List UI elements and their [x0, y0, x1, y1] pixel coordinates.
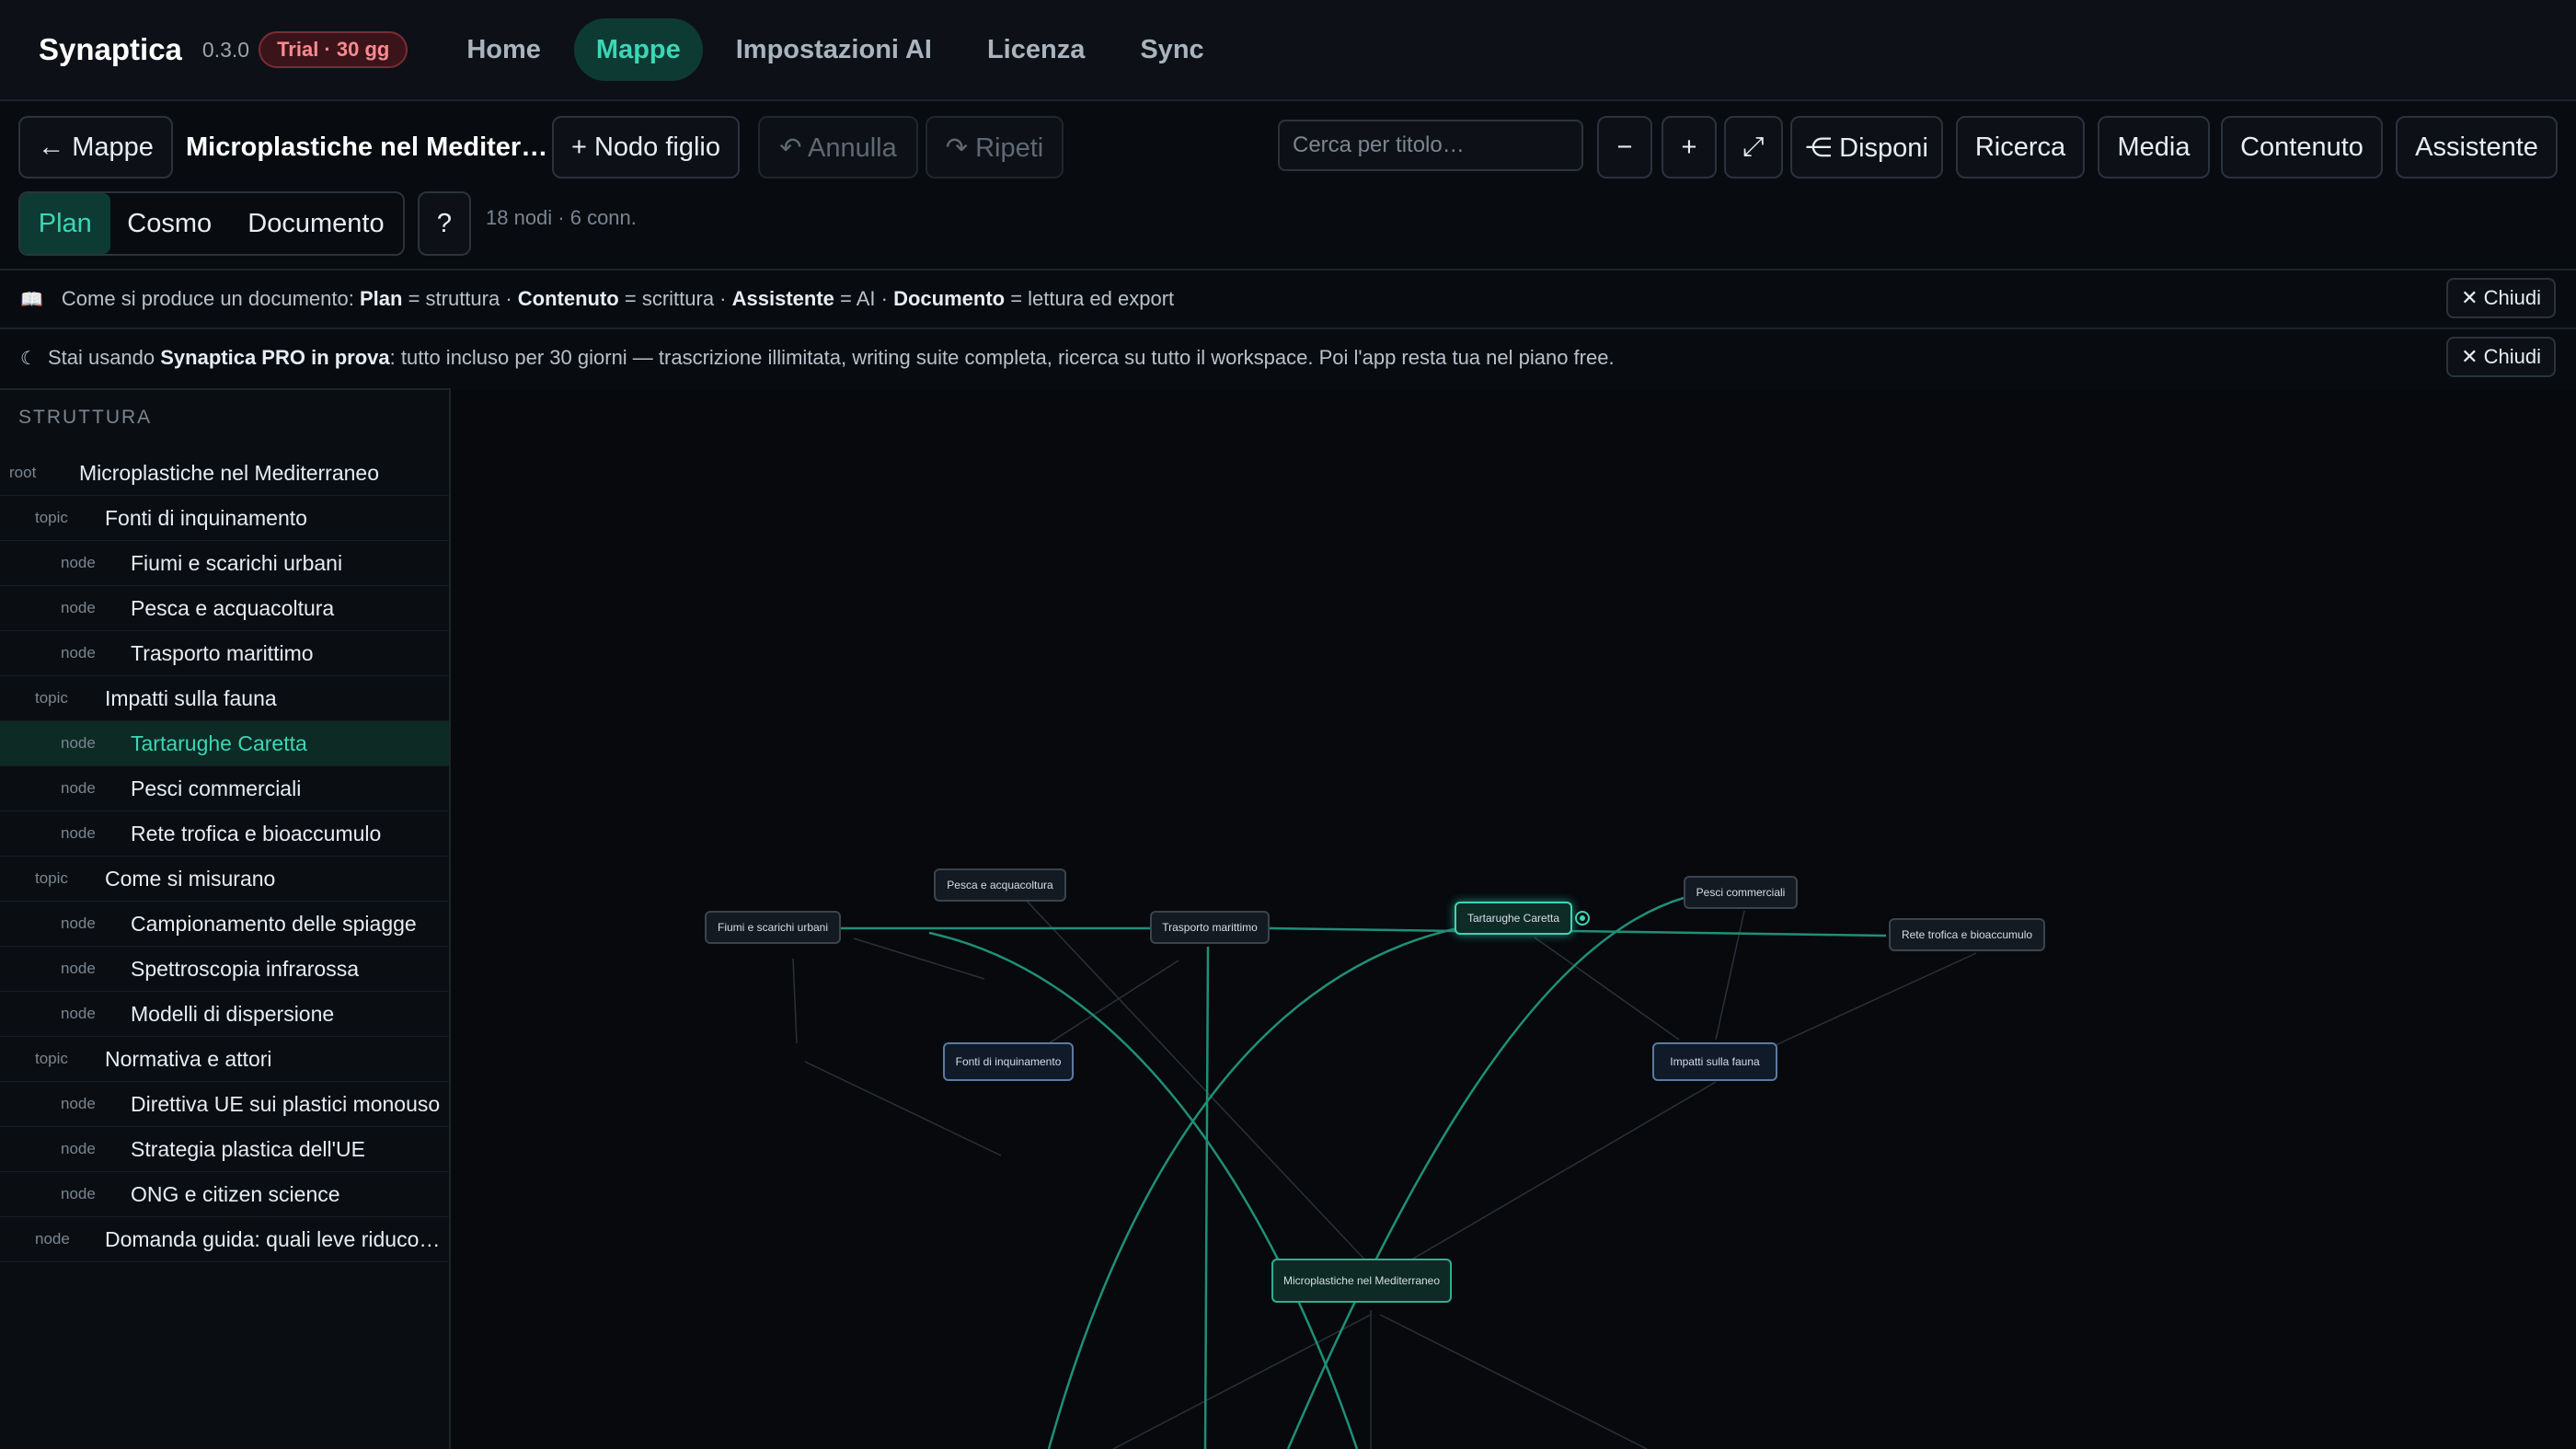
moon-icon: ☾: [20, 348, 37, 369]
edge: [1379, 1314, 1648, 1449]
book-icon: 📖: [20, 289, 43, 310]
edge: [1374, 1081, 1717, 1282]
graph-counts: 18 nodi · 6 conn.: [486, 206, 637, 229]
graph-node-topic[interactable]: Fonti di inquinamento: [943, 1042, 1074, 1081]
graph-node-root[interactable]: Microplastiche nel Mediterraneo: [1271, 1259, 1452, 1303]
graph-node[interactable]: Rete trofica e bioaccumulo: [1889, 918, 2045, 951]
app-name: Synaptica: [39, 32, 182, 66]
edge-connection: [1203, 946, 1210, 1449]
document-guide-text: Come si produce un documento: Plan = str…: [61, 287, 1175, 310]
edge: [853, 937, 985, 980]
nav-sync[interactable]: Sync: [1140, 34, 1204, 64]
graph-node[interactable]: Trasporto marittimo: [1150, 911, 1270, 944]
graph-node[interactable]: Pesca e acquacoltura: [934, 868, 1066, 902]
graph-edges: [792, 880, 1977, 1449]
nav-impostazioni-ai[interactable]: Impostazioni AI: [735, 34, 932, 64]
view-documento-tab[interactable]: Documento: [247, 208, 385, 238]
media-button[interactable]: Media: [2098, 116, 2210, 178]
close-trial-banner-button[interactable]: ✕ Chiudi: [2446, 337, 2556, 377]
edge-connection: [1269, 926, 1458, 933]
edge: [1715, 910, 1745, 1041]
zoom-out-button[interactable]: −: [1597, 116, 1652, 178]
close-guide-banner-button[interactable]: ✕ Chiudi: [2446, 278, 2556, 318]
edge-connection: [1286, 896, 1685, 1449]
view-switcher: Plan Cosmo Documento: [18, 191, 405, 256]
sidebar-heading: STRUTTURA: [18, 407, 153, 428]
edge: [804, 1061, 1002, 1156]
zoom-in-button[interactable]: +: [1662, 116, 1717, 178]
edge: [1006, 880, 1386, 1282]
undo-button[interactable]: ↶ Annulla: [758, 116, 918, 178]
app-version: 0.3.0: [201, 37, 250, 62]
edge: [1048, 960, 1179, 1044]
view-cosmo-tab[interactable]: Cosmo: [127, 208, 213, 238]
trial-badge[interactable]: Trial · 30 gg: [259, 31, 408, 68]
connect-handle-icon[interactable]: [1575, 911, 1590, 926]
top-nav: Synaptica 0.3.0 Trial · 30 gg Home Mappe…: [0, 0, 2576, 101]
fit-view-button[interactable]: ⤢: [1724, 116, 1783, 178]
edge: [792, 958, 798, 1044]
edge-connection: [1047, 926, 1458, 1449]
add-child-node-button[interactable]: + Nodo figlio: [552, 116, 740, 178]
graph-node[interactable]: Pesci commerciali: [1684, 876, 1798, 909]
back-to-maps-button[interactable]: ← Mappe: [18, 116, 173, 178]
help-button[interactable]: ?: [418, 191, 471, 256]
edge: [1775, 952, 1977, 1046]
graph-node-topic[interactable]: Impatti sulla fauna: [1652, 1042, 1777, 1081]
view-plan-tab[interactable]: Plan: [20, 193, 110, 254]
arrange-button[interactable]: ⋲ Disponi: [1790, 116, 1943, 178]
edge: [1534, 937, 1680, 1041]
edge: [1112, 1314, 1372, 1449]
map-canvas[interactable]: Fiumi e scarichi urbani Pesca e acquacol…: [451, 390, 2576, 1449]
search-input[interactable]: [1278, 120, 1583, 171]
redo-button[interactable]: ↷ Ripeti: [926, 116, 1064, 178]
content-button[interactable]: Contenuto: [2221, 116, 2383, 178]
trial-banner: ☾ Stai usando Synaptica PRO in prova: tu…: [0, 328, 2576, 386]
nav-home[interactable]: Home: [466, 34, 541, 64]
edge-connection: [1570, 929, 1887, 937]
trial-banner-text: Stai usando Synaptica PRO in prova: tutt…: [47, 346, 1615, 369]
map-title: Microplastiche nel Mediter…: [186, 132, 545, 162]
research-button[interactable]: Ricerca: [1956, 116, 2085, 178]
graph-node[interactable]: Fiumi e scarichi urbani: [705, 911, 841, 944]
graph-node-selected[interactable]: Tartarughe Caretta: [1455, 902, 1572, 935]
nav-licenza[interactable]: Licenza: [986, 34, 1086, 64]
assistant-button[interactable]: Assistente: [2396, 116, 2558, 178]
document-guide-banner: 📖 Come si produce un documento: Plan = s…: [0, 269, 2576, 328]
nav-mappe[interactable]: Mappe: [573, 18, 703, 81]
